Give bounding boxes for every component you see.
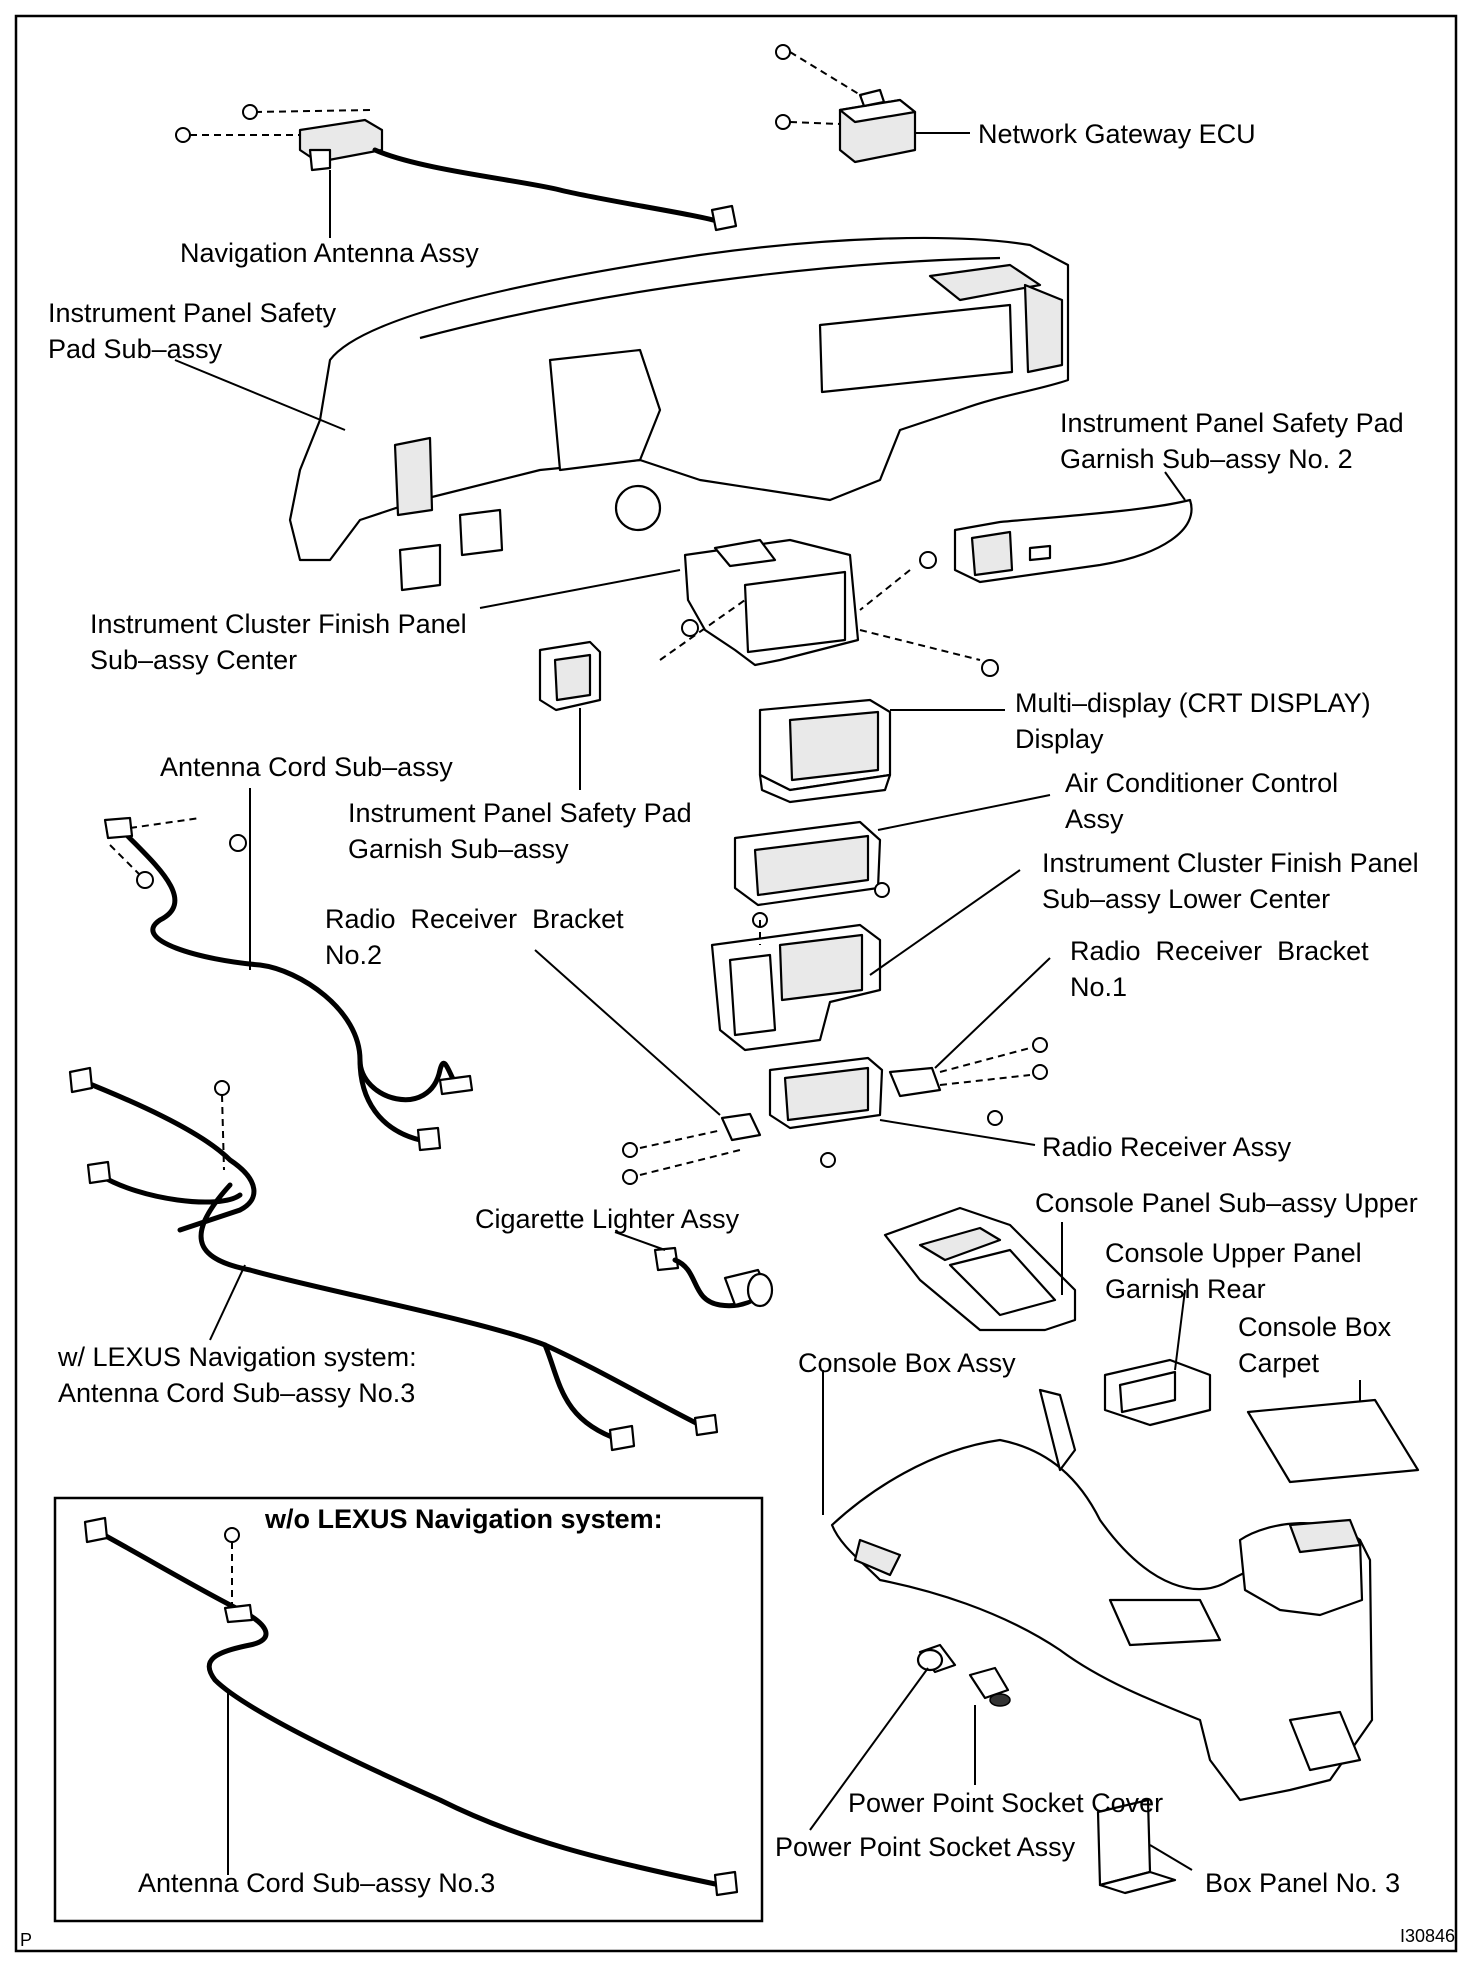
label-console-box-assy: Console Box Assy [798,1348,1016,1378]
cigarette-lighter-part [614,1231,774,1309]
label-w-nav-line1: w/ LEXUS Navigation system: [57,1342,417,1372]
label-radio-receiver-assy: Radio Receiver Assy [1042,1132,1292,1162]
box-panel-no3-part [1096,1798,1193,1895]
label-radio-bracket-no1-line2: No.1 [1070,972,1127,1002]
figure-code: I30846 [1400,1926,1455,1946]
label-navigation-antenna-assy: Navigation Antenna Assy [180,238,479,268]
label-antenna-cord-no3: Antenna Cord Sub–assy No.3 [138,1868,495,1898]
label-ac-control-line1: Air Conditioner Control [1065,768,1338,798]
label-garnish-no2-line2: Garnish Sub–assy No. 2 [1060,444,1353,474]
label-radio-bracket-no2-line1: Radio Receiver Bracket [325,904,624,934]
radio-bracket-no2-part [534,949,836,1185]
console-panel-upper-part [883,1206,1077,1332]
label-cluster-lower-line2: Sub–assy Lower Center [1042,884,1330,914]
label-console-carpet-line1: Console Box [1238,1312,1392,1342]
label-multi-display-line2: Display [1015,724,1104,754]
label-wo-nav-title: w/o LEXUS Navigation system: [264,1504,663,1534]
label-cluster-lower-line1: Instrument Cluster Finish Panel [1042,848,1419,878]
label-power-socket-assy: Power Point Socket Assy [775,1832,1076,1862]
multi-display-part [758,698,1005,804]
label-cluster-center-line2: Sub–assy Center [90,645,297,675]
antenna-cord-part [103,788,474,1152]
label-radio-bracket-no1-line1: Radio Receiver Bracket [1070,936,1369,966]
console-box-carpet-part [1246,1380,1420,1484]
label-garnish-line2: Garnish Sub–assy [348,834,569,864]
cluster-finish-panel-center-part [479,538,999,677]
label-ac-control-line2: Assy [1065,804,1124,834]
label-console-carpet-line2: Carpet [1238,1348,1320,1378]
power-point-socket-part [809,1643,1011,1831]
navigation-antenna-part [175,104,738,238]
without-nav-inset-frame [53,1496,764,1923]
label-console-panel-upper: Console Panel Sub–assy Upper [1035,1188,1418,1218]
label-w-nav-line2: Antenna Cord Sub–assy No.3 [58,1378,415,1408]
antenna-cord-no3-inset-part [83,1516,739,1897]
label-garnish-line1: Instrument Panel Safety Pad [348,798,692,828]
corner-mark: P [20,1930,32,1950]
label-network-gateway-ecu: Network Gateway ECU [978,119,1256,149]
label-cluster-center-line1: Instrument Cluster Finish Panel [90,609,467,639]
network-gateway-ecu-part [775,44,970,164]
label-console-garnish-line2: Garnish Rear [1105,1274,1266,1304]
outer-frame [14,14,1458,1953]
label-radio-bracket-no2-line2: No.2 [325,940,382,970]
antenna-cord-no3-nav-part [68,1066,719,1452]
ac-control-part [733,794,1051,907]
radio-bracket-no1-part [888,957,1051,1126]
safety-pad-garnish-part [538,640,602,790]
label-cigarette-lighter: Cigarette Lighter Assy [475,1204,740,1234]
cluster-finish-lower-part [710,869,1021,1052]
safety-pad-garnish-no2-part [953,471,1193,584]
label-power-socket-cover: Power Point Socket Cover [848,1788,1163,1818]
label-antenna-cord: Antenna Cord Sub–assy [160,752,453,782]
instrument-panel-safety-pad-part [174,236,1070,592]
label-safety-pad-line2: Pad Sub–assy [48,334,223,364]
radio-receiver-part [768,1056,1036,1146]
label-console-garnish-line1: Console Upper Panel [1105,1238,1362,1268]
console-upper-garnish-part [1103,1289,1212,1427]
label-box-panel-no3: Box Panel No. 3 [1205,1868,1400,1898]
console-box-part [822,1370,1374,1802]
label-safety-pad-line1: Instrument Panel Safety [48,298,337,328]
label-garnish-no2-line1: Instrument Panel Safety Pad [1060,408,1404,438]
label-multi-display-line1: Multi–display (CRT DISPLAY) [1015,688,1371,718]
